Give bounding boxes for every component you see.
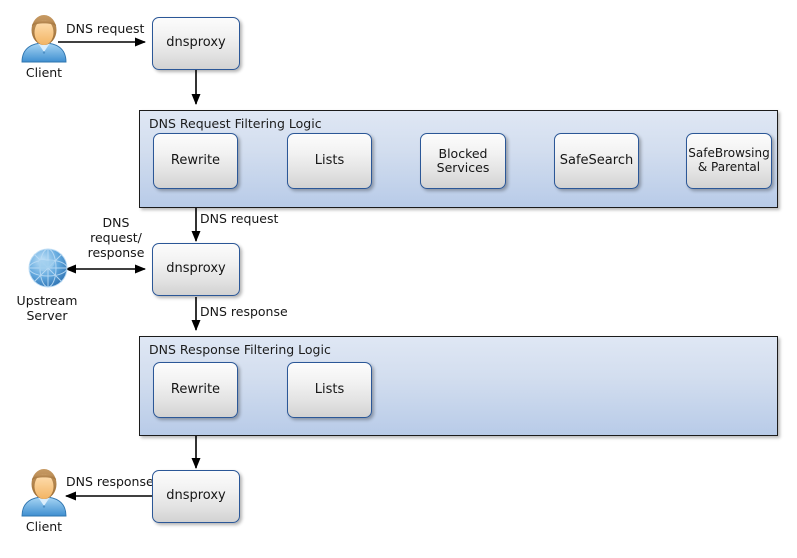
node-safebrowsing-parental[interactable]: SafeBrowsing & Parental [686,133,772,189]
edge-label-response: DNS response [200,304,288,319]
panel-title-response: DNS Response Filtering Logic [149,342,331,357]
node-label: Lists [314,152,345,168]
client-top-caption: Client [25,65,63,80]
node-dnsproxy-top[interactable]: dnsproxy [152,17,240,70]
edge-label-panel-request: DNS request [200,211,279,226]
node-dnsproxy-bottom[interactable]: dnsproxy [152,470,240,523]
edge-label-client-response: DNS response [66,474,154,489]
client-bottom-caption: Client [25,519,63,534]
edge-label-upstream-exchange: DNS request/ response [87,215,145,260]
node-lists-request[interactable]: Lists [287,133,372,189]
upstream-caption: Upstream Server [16,293,78,323]
globe-icon [21,241,75,295]
node-rewrite-response[interactable]: Rewrite [153,362,238,418]
node-lists-response[interactable]: Lists [287,362,372,418]
person-icon [18,12,70,64]
node-label: dnsproxy [166,261,226,277]
node-label: dnsproxy [166,488,226,504]
node-safesearch[interactable]: SafeSearch [554,133,639,189]
node-label: Blocked Services [436,145,490,175]
node-blocked-services[interactable]: Blocked Services [420,133,506,189]
panel-dns-response-filtering: DNS Response Filtering Logic [139,336,778,436]
node-label: dnsproxy [166,35,226,51]
node-label: Lists [314,381,345,397]
node-label: SafeBrowsing & Parental [688,146,770,174]
node-label: SafeSearch [559,152,634,168]
edge-label-client-request: DNS request [66,21,145,36]
node-label: Rewrite [170,152,221,168]
node-dnsproxy-mid[interactable]: dnsproxy [152,243,240,296]
person-icon [18,466,70,518]
node-label: Rewrite [170,381,221,397]
panel-title-request: DNS Request Filtering Logic [149,116,322,131]
node-rewrite-request[interactable]: Rewrite [153,133,238,189]
